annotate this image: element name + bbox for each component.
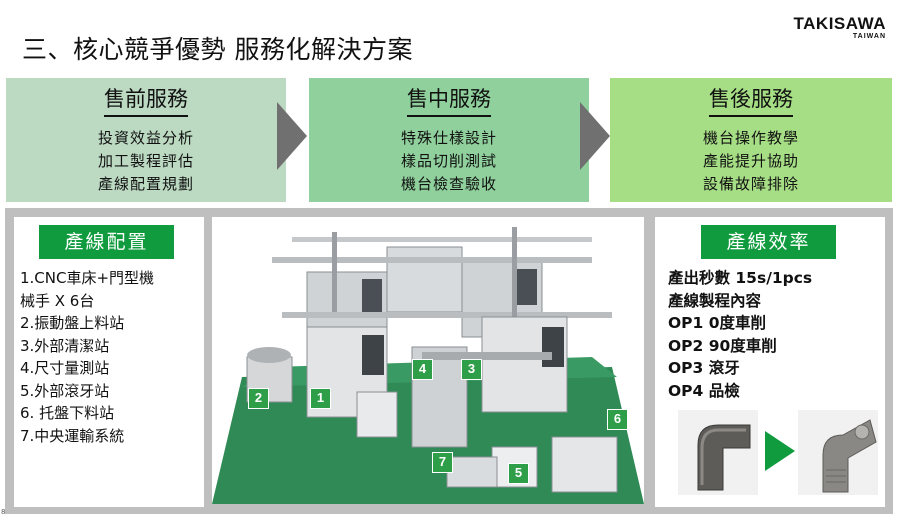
stage-in-sale: 售中服務 特殊仕樣設計 樣品切削測試 機台檢查驗收	[309, 78, 589, 202]
efficiency-item: OP4 品檢	[668, 381, 740, 400]
layout-panel: 產線配置 1.CNC車床+門型機 械手 X 6台 2.振動盤上料站 3.外部清潔…	[14, 217, 204, 507]
takisawa-logo: TAKISAWA TAIWAN	[794, 14, 886, 40]
arrow-right-icon	[277, 102, 307, 170]
stage-item: 機台檢查驗收	[400, 175, 497, 194]
stage-title: 售前服務	[104, 87, 188, 118]
list-item: 械手 X 6台	[20, 291, 95, 310]
logo-main-text: TAKISAWA	[793, 14, 886, 33]
list-item: 6. 托盤下料站	[20, 404, 115, 422]
stage-pre-sale: 售前服務 投資效益分析 加工製程評估 產線配置規劃	[6, 78, 286, 202]
station-label-2: 2	[248, 388, 269, 409]
arrow-right-icon	[580, 102, 610, 170]
page-title: 三、核心競爭優勢 服務化解決方案	[22, 35, 413, 64]
stage-item: 產能提升協助	[702, 152, 799, 171]
stage-item: 設備故障排除	[702, 175, 799, 194]
efficiency-item: OP1 0度車削	[668, 314, 767, 332]
production-line-illustration	[212, 227, 644, 504]
list-item: 2.振動盤上料站	[20, 314, 125, 332]
station-label-3: 3	[461, 359, 482, 380]
list-item: 4.尺寸量測站	[20, 359, 110, 377]
efficiency-panel-label: 產線效率	[701, 225, 836, 259]
list-item: 3.外部清潔站	[20, 336, 110, 355]
efficiency-item: 產出秒數 15s/1pcs	[668, 269, 813, 287]
station-label-7: 7	[432, 452, 453, 473]
raw-elbow-part-image	[678, 410, 758, 495]
list-item: 1.CNC車床+門型機	[20, 269, 155, 287]
efficiency-item: OP3 滾牙	[668, 359, 740, 377]
stage-title: 售後服務	[709, 87, 793, 118]
list-item: 7.中央運輸系統	[20, 426, 125, 445]
station-label-5: 5	[508, 463, 529, 484]
list-item: 5.外部滾牙站	[20, 381, 110, 400]
arrow-right-icon	[765, 431, 795, 471]
stage-item: 產線配置規劃	[97, 175, 194, 194]
production-line-photo: 1 2 3 4 5 6 7	[212, 217, 644, 504]
efficiency-item: OP2 90度車削	[668, 336, 777, 355]
efficiency-item: 產線製程內容	[668, 291, 762, 310]
stage-item: 機台操作教學	[702, 129, 799, 148]
layout-panel-label: 產線配置	[39, 225, 174, 259]
finished-elbow-part-image	[798, 410, 878, 495]
stage-title: 售中服務	[407, 87, 491, 118]
stage-after-sale: 售後服務 機台操作教學 產能提升協助 設備故障排除	[610, 78, 892, 202]
efficiency-panel: 產線效率 產出秒數 15s/1pcs 產線製程內容 OP1 0度車削 OP2 9…	[655, 217, 885, 507]
station-label-1: 1	[310, 388, 331, 409]
stage-item: 特殊仕樣設計	[400, 129, 497, 148]
station-label-6: 6	[607, 409, 628, 430]
stage-item: 加工製程評估	[97, 152, 194, 171]
page-number: 8	[1, 508, 6, 516]
stage-item: 投資效益分析	[97, 129, 194, 148]
logo-sub-text: TAIWAN	[852, 33, 886, 40]
stage-item: 樣品切削測試	[400, 152, 497, 171]
station-label-4: 4	[412, 359, 433, 380]
